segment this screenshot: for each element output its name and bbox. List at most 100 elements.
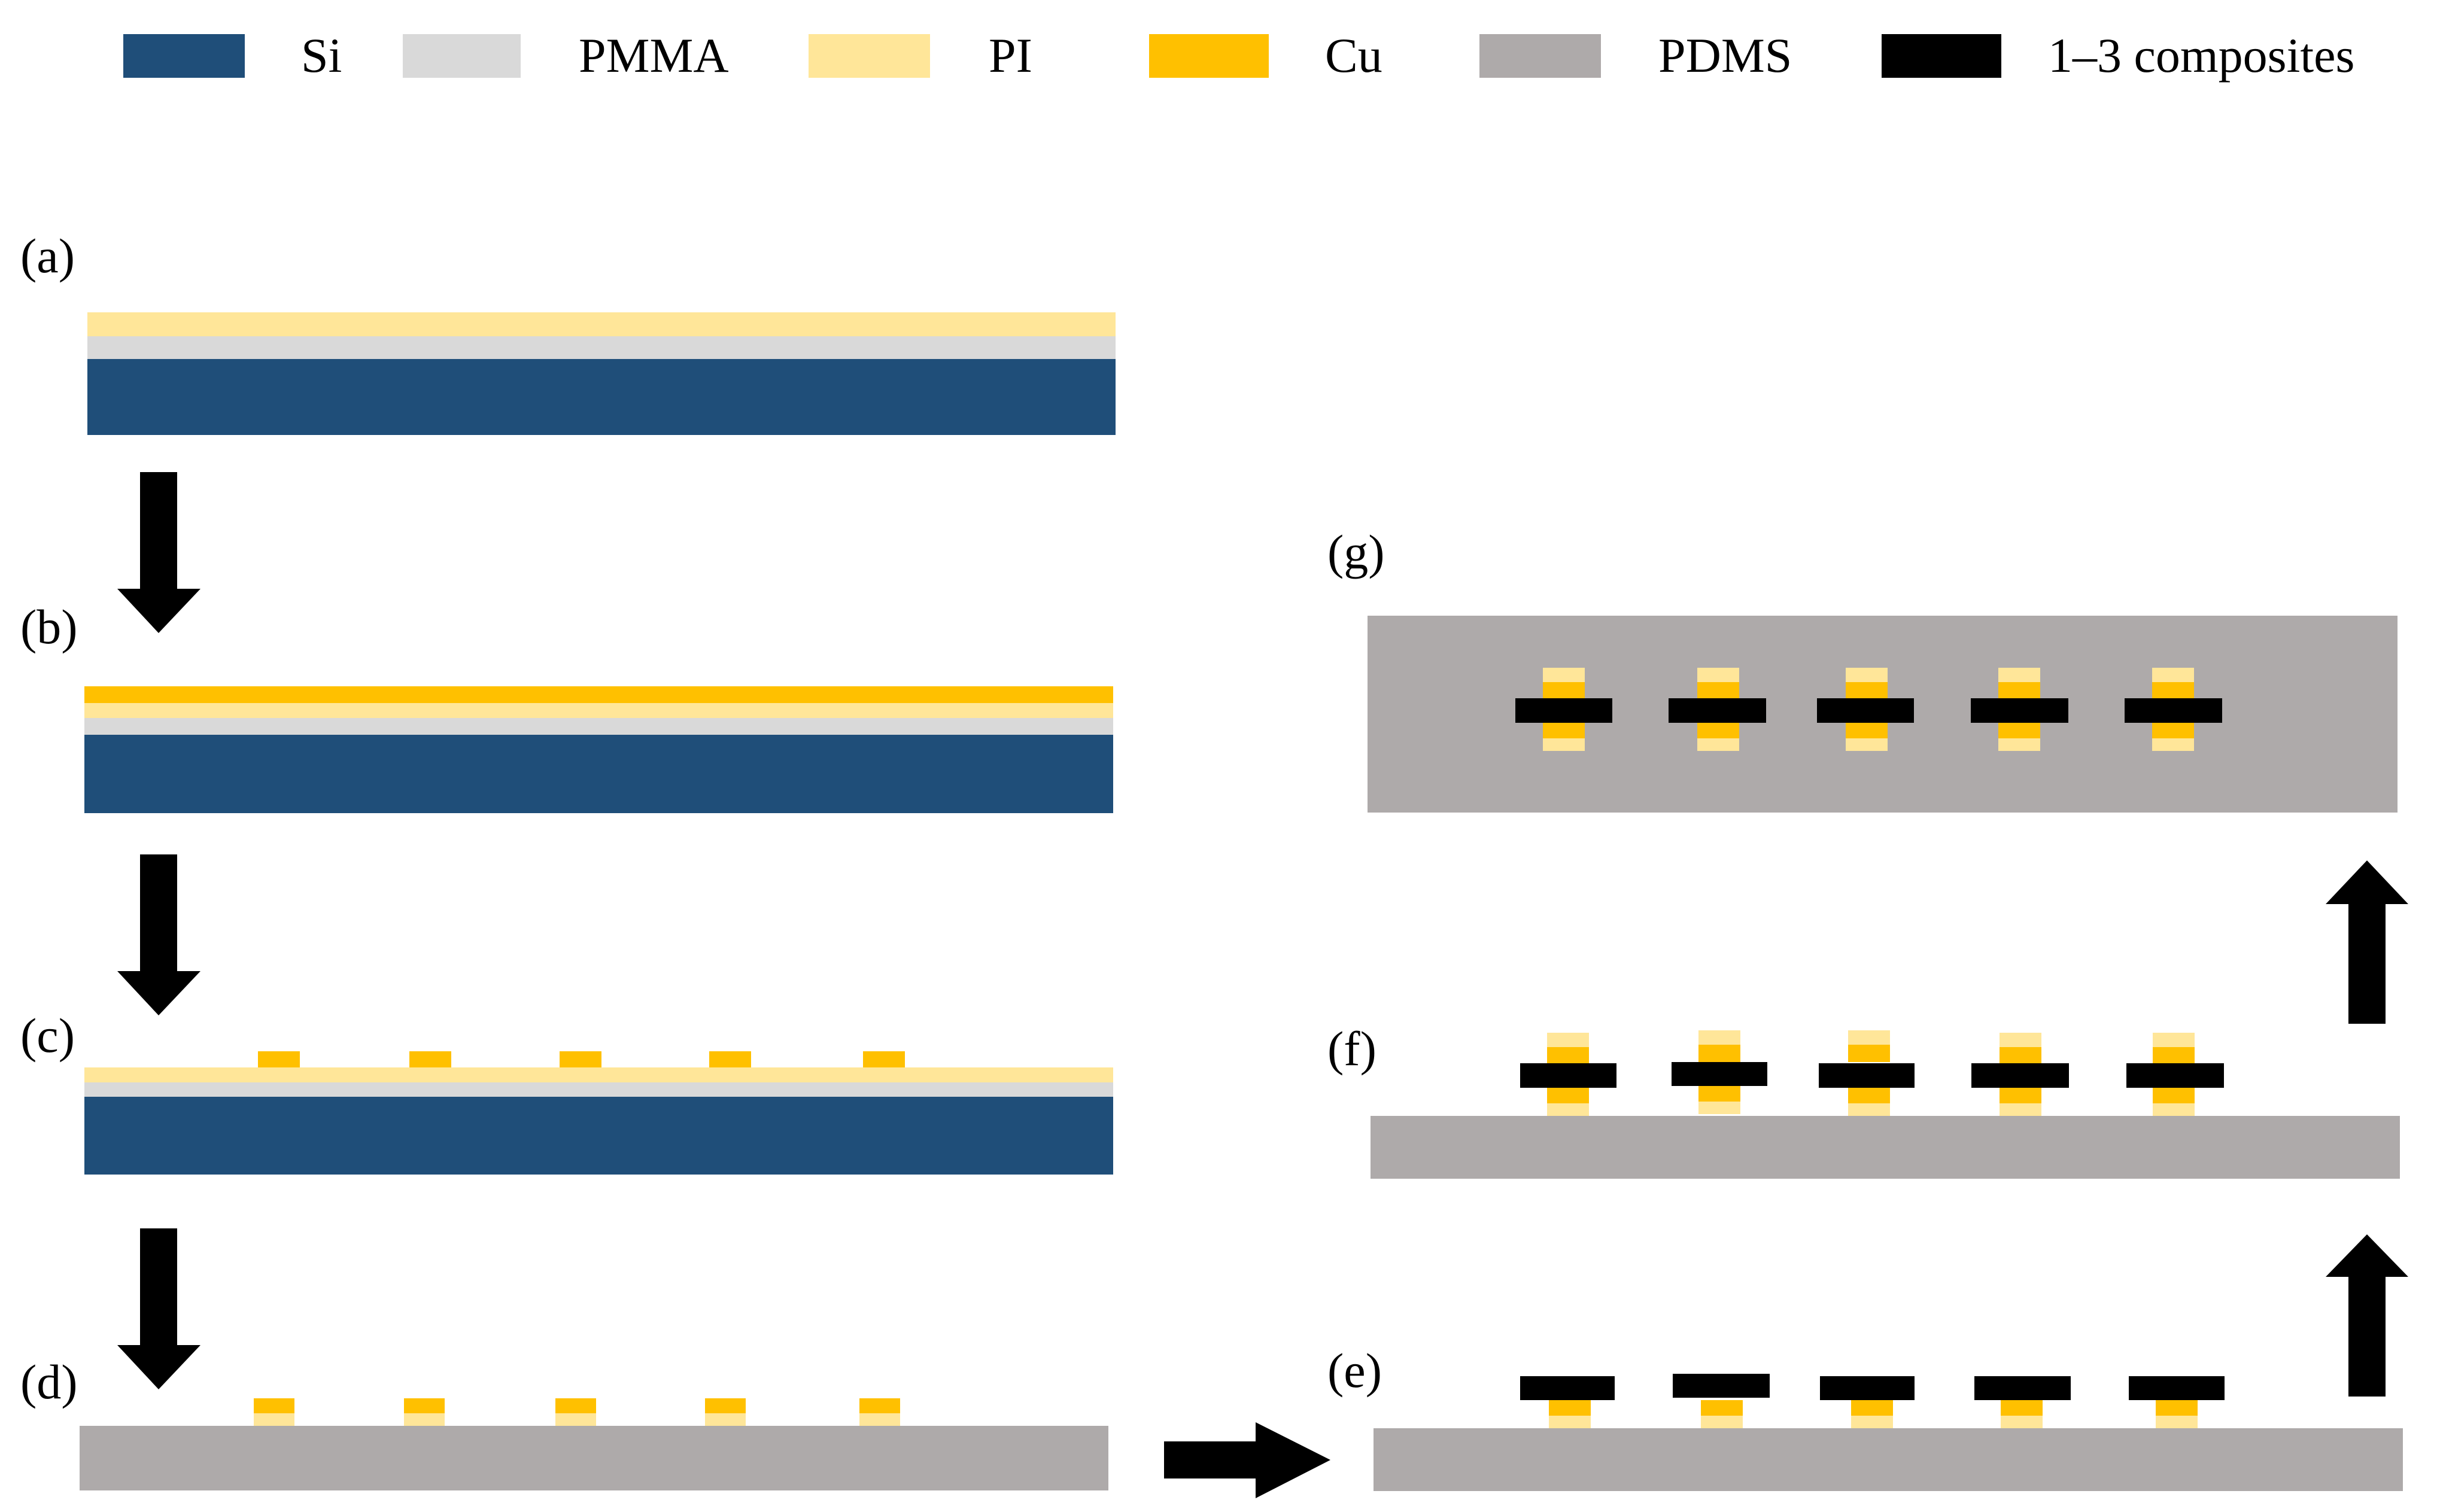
panel-f: (f) [1327, 1021, 2400, 1179]
panel-g-pi-pad [1998, 668, 2040, 682]
panel-g-composite-block [1515, 698, 1612, 723]
panel-e-cu-pad [1549, 1400, 1591, 1416]
panel-c: (c) [20, 1008, 1113, 1175]
panel-g-pi-pad [2152, 668, 2194, 682]
panel-d: (d) [20, 1355, 1108, 1490]
panel-e-composite-block [1974, 1376, 2071, 1400]
panel-b-si-substrate [84, 735, 1113, 813]
legend-label-pmma: PMMA [579, 28, 729, 83]
panel-f-pi-pad [1848, 1103, 1890, 1116]
panel-label-b: (b) [20, 600, 78, 654]
panel-c-si-substrate [84, 1097, 1113, 1175]
panel-e-cu-pad [1701, 1400, 1743, 1416]
legend: Si PMMA PI Cu PDMS 1–3 composites [123, 28, 2354, 83]
panel-f-cu-pad [1848, 1088, 1890, 1103]
panel-g-cu-pad [1846, 723, 1888, 738]
legend-swatch-pdms [1479, 34, 1601, 78]
panel-a-pi-layer [87, 312, 1116, 336]
panel-e-composite-block [2129, 1376, 2225, 1400]
panel-b-pmma-layer [84, 718, 1113, 735]
panel-label-g: (g) [1327, 525, 1385, 579]
panel-g-cu-pad [1543, 682, 1585, 698]
legend-label-pi: PI [989, 28, 1032, 83]
panel-f-pi-pad [1698, 1030, 1740, 1045]
panel-b-pi-layer [84, 703, 1113, 718]
panel-g-composite-block [1817, 698, 1914, 723]
panel-e: (e) [1327, 1343, 2403, 1491]
arrow-b-to-c [117, 854, 200, 1015]
legend-swatch-si [123, 34, 245, 78]
panel-f-pi-pad [1547, 1033, 1589, 1047]
panel-g-pi-pad [1543, 738, 1585, 751]
panel-g-pi-pad [1846, 738, 1888, 751]
panel-g: (g) [1327, 525, 2398, 813]
panel-c-cu-pad [258, 1051, 300, 1067]
panel-f-composite-block [1520, 1063, 1616, 1088]
legend-swatch-pi [809, 34, 930, 78]
panel-b-cu-layer [84, 686, 1113, 703]
panel-e-composite-block [1673, 1374, 1770, 1398]
panel-f-elements [1520, 1030, 2224, 1116]
panel-g-composite-block [1669, 698, 1766, 723]
panel-label-a: (a) [20, 229, 75, 283]
arrow-c-to-d [117, 1228, 200, 1389]
panel-d-pi-pad [404, 1413, 445, 1426]
panel-f-pi-pad [1698, 1102, 1740, 1114]
panel-d-pi-pad [859, 1413, 900, 1426]
panel-f-pi-pad [1547, 1103, 1589, 1116]
panel-f-cu-pad [1547, 1088, 1589, 1103]
panel-f-composite-block [1672, 1062, 1767, 1086]
panel-f-pi-pad [2000, 1033, 2041, 1047]
panel-f-pi-pad [1848, 1030, 1890, 1045]
panel-c-cu-pad [709, 1051, 751, 1067]
panel-label-d: (d) [20, 1355, 78, 1409]
panel-e-cu-pad [2001, 1400, 2043, 1416]
panel-g-pi-pad [1543, 668, 1585, 682]
legend-label-pdms: PDMS [1658, 28, 1792, 83]
panel-d-pdms-layer [80, 1426, 1108, 1490]
panel-e-composite-block [1820, 1376, 1915, 1400]
panel-c-cu-pad [409, 1051, 451, 1067]
panel-a-si-substrate [87, 359, 1116, 435]
arrow-d-to-e [1164, 1422, 1330, 1498]
panel-c-cu-pad [863, 1051, 905, 1067]
legend-label-cu: Cu [1325, 28, 1382, 83]
panel-label-c: (c) [20, 1008, 75, 1063]
panel-c-pmma-layer [84, 1082, 1113, 1097]
panel-d-cu-pad [555, 1398, 596, 1413]
panel-d-pads [254, 1398, 900, 1426]
panel-e-pi-pad [2156, 1416, 2198, 1428]
legend-swatch-cu [1149, 34, 1269, 78]
panel-g-composite-block [1971, 698, 2068, 723]
panel-f-cu-pad [2153, 1088, 2195, 1103]
panel-e-composite-block [1520, 1376, 1615, 1400]
panel-g-pi-pad [1697, 738, 1739, 751]
panel-g-cu-pad [1846, 682, 1888, 698]
panel-d-cu-pad [254, 1398, 294, 1413]
panel-c-pi-layer [84, 1067, 1113, 1082]
panel-e-pi-pad [1851, 1416, 1893, 1428]
panel-b: (b) [20, 600, 1113, 813]
panel-d-pi-pad [705, 1413, 746, 1426]
panel-g-cu-pad [1697, 723, 1739, 738]
legend-label-si: Si [301, 28, 342, 83]
panel-e-elements [1520, 1374, 2225, 1428]
panel-g-cu-pad [2152, 723, 2194, 738]
panel-label-e: (e) [1327, 1343, 1382, 1398]
panel-a: (a) [20, 229, 1116, 435]
panel-d-pi-pad [555, 1413, 596, 1426]
panel-e-pi-pad [2001, 1416, 2043, 1428]
panel-f-pdms-layer [1371, 1116, 2400, 1179]
panel-e-cu-pad [1851, 1400, 1893, 1416]
panel-f-cu-pad [1698, 1086, 1740, 1102]
panel-f-cu-pad [2000, 1047, 2041, 1063]
panel-g-cu-pad [2152, 682, 2194, 698]
panel-f-pi-pad [2153, 1033, 2195, 1047]
panel-g-cu-pad [1697, 682, 1739, 698]
panel-label-f: (f) [1327, 1021, 1376, 1076]
panel-g-cu-pad [1998, 682, 2040, 698]
panel-e-pi-pad [1701, 1416, 1743, 1428]
panel-f-cu-pad [1547, 1047, 1589, 1063]
panel-f-cu-pad [2000, 1088, 2041, 1103]
